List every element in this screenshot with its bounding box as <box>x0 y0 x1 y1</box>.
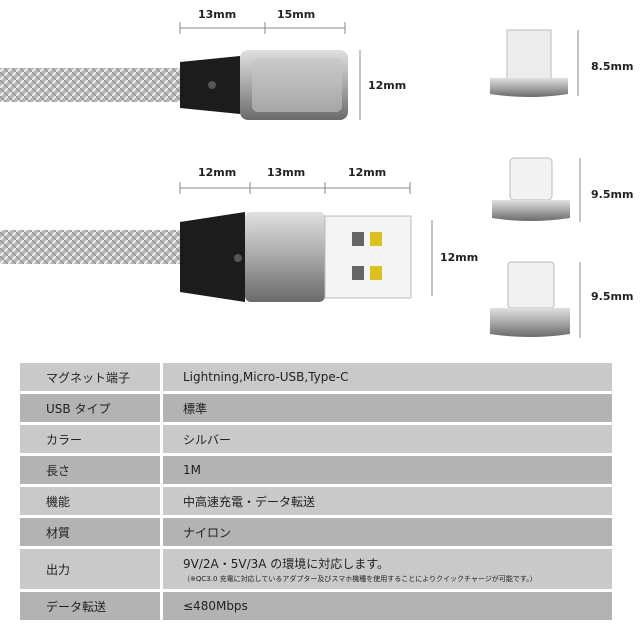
dim-label: 12mm <box>368 79 407 92</box>
dim-label: 12mm <box>348 166 387 179</box>
type-c-tip <box>492 157 581 222</box>
spec-label: カラー <box>20 425 160 453</box>
dim-label: 12mm <box>198 166 237 179</box>
dim-label: 9.5mm <box>591 188 634 201</box>
spec-row: カラーシルバー <box>20 425 612 453</box>
dim-label: 8.5mm <box>591 60 634 73</box>
spec-value: 1M <box>163 456 612 484</box>
spec-value: 9V/2A・5V/3A の環境に対応します。 <box>183 556 390 571</box>
spec-value: シルバー <box>163 425 612 453</box>
spec-value-cell: 9V/2A・5V/3A の環境に対応します。 （※QC3.0 充電に対応しているア… <box>163 549 612 589</box>
spec-label: 出力 <box>20 549 160 589</box>
spec-value: ≤480Mbps <box>163 592 612 620</box>
lightning-tip <box>490 261 581 338</box>
spec-note: （※QC3.0 充電に対応しているアダプター及びスマホ機種を使用することによりク… <box>183 574 537 583</box>
spec-label: USB タイプ <box>20 394 160 422</box>
dim-label: 15mm <box>277 8 316 21</box>
spec-label: 材質 <box>20 518 160 546</box>
dim-label: 13mm <box>267 166 306 179</box>
spec-row: 出力 9V/2A・5V/3A の環境に対応します。 （※QC3.0 充電に対応してい… <box>20 549 612 589</box>
spec-row: データ転送≤480Mbps <box>20 592 612 620</box>
spec-row: USB タイプ標準 <box>20 394 612 422</box>
spec-label: データ転送 <box>20 592 160 620</box>
spec-row: 機能中高速充電・データ転送 <box>20 487 612 515</box>
spec-row: 材質ナイロン <box>20 518 612 546</box>
dim-label: 9.5mm <box>591 290 634 303</box>
spec-label: 機能 <box>20 487 160 515</box>
usb-a-cable-end <box>0 182 433 302</box>
spec-value: Lightning,Micro-USB,Type-C <box>163 363 612 391</box>
spec-value: ナイロン <box>163 518 612 546</box>
dim-label: 13mm <box>198 8 237 21</box>
micro-usb-tip <box>490 29 579 97</box>
spec-value: 中高速充電・データ転送 <box>163 487 612 515</box>
product-illustration <box>0 22 581 338</box>
magnetic-cable-end <box>0 22 361 120</box>
spec-label: マグネット端子 <box>20 363 160 391</box>
spec-label: 長さ <box>20 456 160 484</box>
dim-label: 12mm <box>440 251 479 264</box>
spec-value: 標準 <box>163 394 612 422</box>
